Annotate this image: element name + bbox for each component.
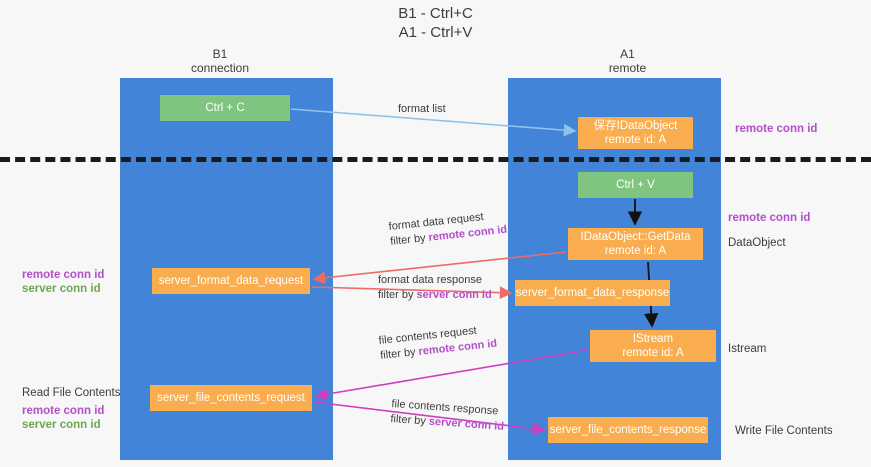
filter-prefix: filter by (378, 289, 417, 301)
node-ctrl-v-label: Ctrl + V (616, 179, 655, 191)
node-getdata[interactable]: IDataObject::GetData remote id: A (568, 228, 703, 260)
edge-label-format-data-request: format data request filter by remote con… (388, 208, 508, 250)
annotation-dataobject: DataObject (728, 237, 786, 249)
node-ctrl-c-label: Ctrl + C (205, 102, 245, 114)
edge-label-format-data-response-filter: filter by server conn id (378, 288, 492, 303)
annotation-left-remote-conn-id-2: remote conn id (22, 405, 105, 417)
node-ctrl-c[interactable]: Ctrl + C (160, 95, 290, 121)
annotation-write-file-contents: Write File Contents (735, 425, 833, 437)
node-getdata-subtitle: remote id: A (604, 245, 667, 257)
edge-label-file-contents-request: file contents request filter by remote c… (378, 322, 498, 364)
filter-prefix: filter by (390, 412, 430, 428)
column-header-a1-name: A1 (620, 47, 635, 61)
node-save-dataobject[interactable]: 保存IDataObject remote id: A (578, 117, 693, 149)
node-server-format-data-response[interactable]: server_format_data_response (515, 280, 670, 306)
annotation-left-read-file-block: Read File Contents remote conn id server… (22, 386, 120, 432)
title-line-1: B1 - Ctrl+C (398, 5, 473, 22)
node-server-file-contents-request-label: server_file_contents_request (157, 392, 305, 404)
node-ctrl-v[interactable]: Ctrl + V (578, 172, 693, 198)
phase-divider (0, 157, 871, 162)
annotation-left-server-conn-id: server conn id (22, 283, 101, 295)
annotation-remote-conn-id-mid: remote conn id (728, 212, 811, 224)
annotation-left-remote-conn-id: remote conn id (22, 269, 105, 281)
annotation-left-server-conn-id-2: server conn id (22, 419, 101, 431)
column-header-b1-name: B1 (212, 47, 228, 61)
node-istream-subtitle: remote id: A (622, 347, 684, 359)
node-server-format-data-request[interactable]: server_format_data_request (152, 268, 310, 294)
node-istream-title: IStream (632, 333, 674, 345)
filter-key-server-conn-id: server conn id (416, 289, 492, 301)
annotation-left-conn-ids-top: remote conn id server conn id (22, 268, 104, 296)
edge-label-file-contents-response: file contents response filter by server … (390, 397, 506, 435)
filter-key-server-conn-id: server conn id (428, 415, 505, 433)
node-save-dataobject-subtitle: remote id: A (604, 134, 667, 146)
column-header-a1-role: remote (608, 61, 647, 75)
filter-prefix: filter by (389, 231, 430, 248)
column-header-b1-role: connection (190, 61, 250, 75)
filter-prefix: filter by (379, 345, 420, 362)
node-getdata-title: IDataObject::GetData (580, 231, 691, 243)
diagram-title: B1 - Ctrl+C A1 - Ctrl+V (0, 4, 871, 42)
annotation-read-file-contents: Read File Contents (22, 387, 121, 399)
edge-label-format-data-response-text: format data response (378, 274, 482, 286)
node-save-dataobject-title: 保存IDataObject (593, 120, 678, 132)
column-header-b1: B1 connection (140, 47, 300, 75)
column-header-a1: A1 remote (545, 47, 710, 75)
node-server-file-contents-response[interactable]: server_file_contents_response (548, 417, 708, 443)
node-server-format-data-response-label: server_format_data_response (515, 287, 670, 299)
node-istream[interactable]: IStream remote id: A (590, 330, 716, 362)
edge-label-format-list-text: format list (398, 103, 446, 115)
annotation-remote-conn-id-top: remote conn id (735, 123, 818, 135)
node-server-file-contents-request[interactable]: server_file_contents_request (150, 385, 312, 411)
node-server-format-data-request-label: server_format_data_request (158, 275, 304, 287)
annotation-istream: Istream (728, 343, 767, 355)
edge-label-format-list: format list (398, 102, 446, 117)
title-line-2: A1 - Ctrl+V (398, 24, 473, 41)
edge-label-format-data-response: format data response filter by server co… (378, 273, 492, 303)
node-server-file-contents-response-label: server_file_contents_response (549, 424, 707, 436)
